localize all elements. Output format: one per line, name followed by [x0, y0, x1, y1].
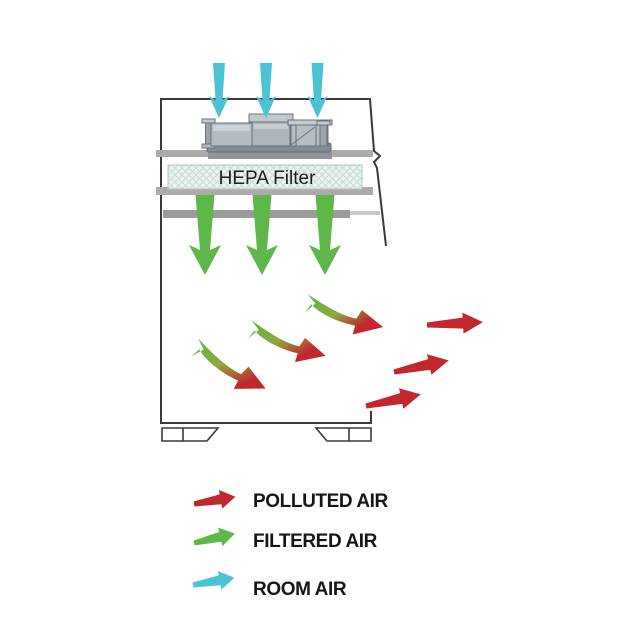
- mid-bar: [156, 187, 373, 195]
- low-bar-extension: [350, 211, 380, 215]
- room-air-arrow-icon: [209, 63, 229, 118]
- cabinet-feet: [161, 427, 372, 442]
- room-air-arrow-icon: [307, 63, 328, 118]
- cabinet: HEPA Filter: [156, 98, 387, 442]
- legend: POLLUTED AIR FILTERED AIR ROOM AIR: [192, 489, 389, 600]
- fan-right-housing: [290, 124, 329, 147]
- polluted-air-legend-arrow-icon: [193, 489, 236, 509]
- fan-left-highlight: [213, 125, 250, 131]
- filtered-air-arrows: [189, 195, 341, 275]
- airflow-transition-arrows: [190, 294, 384, 389]
- room-air-arrow-icon: [256, 63, 276, 118]
- polluted-air-arrow-icon: [393, 354, 449, 375]
- top-bar-shade: [208, 152, 332, 159]
- transition-arrow-icon: [247, 320, 326, 363]
- room-air-arrows: [209, 63, 328, 118]
- hepa-filter-label: HEPA Filter: [219, 168, 316, 189]
- fan-right-flange-top: [316, 120, 331, 126]
- fan-right-flange-web: [319, 124, 328, 147]
- fan-right-detail: [290, 125, 317, 146]
- fan-motor-highlight: [254, 124, 288, 129]
- legend-item-room-air: ROOM AIR: [192, 570, 347, 600]
- room-air-legend-arrow-icon: [192, 570, 235, 590]
- legend-item-polluted-air: POLLUTED AIR: [193, 489, 389, 512]
- filtered-air-legend-arrow-icon: [193, 527, 235, 547]
- filtered-air-arrow-icon: [309, 195, 341, 275]
- cabinet-outline: [160, 98, 387, 424]
- polluted-air-arrows: [365, 312, 483, 409]
- filtered-air-arrow-icon: [189, 195, 221, 275]
- polluted-air-arrow-icon: [365, 388, 421, 409]
- hepa-filter-hatch: [168, 165, 362, 189]
- legend-label-filtered-air: FILTERED AIR: [253, 531, 378, 552]
- legend-item-filtered-air: FILTERED AIR: [193, 527, 378, 552]
- fan-unit: [201, 113, 333, 153]
- legend-label-room-air: ROOM AIR: [253, 579, 347, 600]
- right-foot: [314, 427, 372, 442]
- fan-motor-cap: [248, 113, 294, 123]
- fan-left-flange-top: [201, 118, 216, 124]
- transition-arrow-icon: [190, 338, 266, 389]
- left-foot: [161, 427, 220, 442]
- hepa-filter: HEPA Filter: [167, 164, 363, 190]
- polluted-air-arrow-icon: [426, 312, 483, 334]
- legend-label-polluted-air: POLLUTED AIR: [253, 491, 389, 512]
- filtered-air-arrow-icon: [246, 195, 278, 275]
- transition-arrow-icon: [304, 294, 384, 335]
